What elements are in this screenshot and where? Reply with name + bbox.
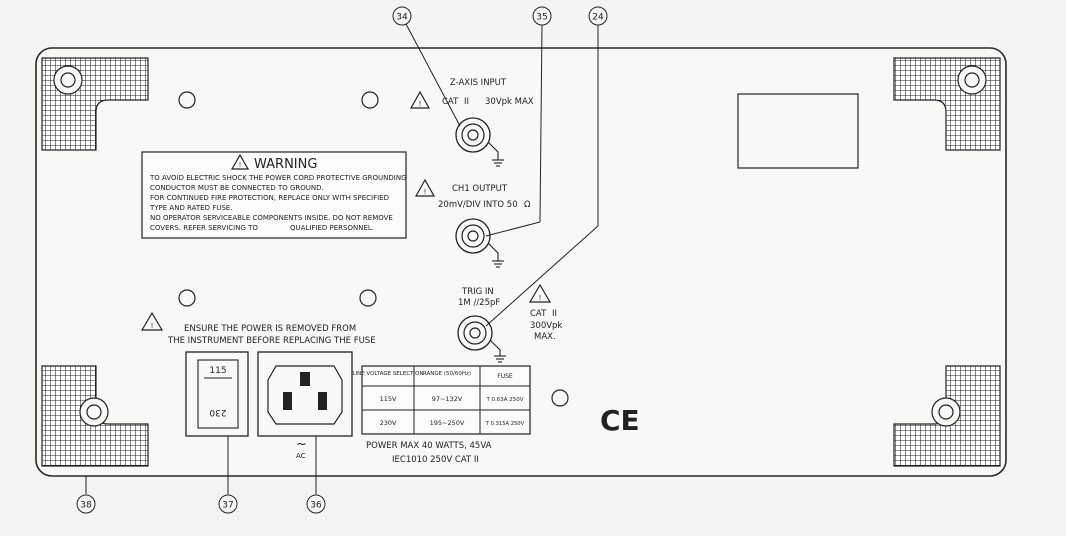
ch1-spec: 20mV/DIV INTO 50 xyxy=(438,200,518,210)
callout-35: 35 xyxy=(532,6,552,26)
screw-hole xyxy=(361,91,379,109)
callout-38-number: 38 xyxy=(80,501,92,511)
warning-line-6: COVERS. REFER SERVICING TO xyxy=(150,224,258,232)
screw-hole xyxy=(551,389,569,407)
fuse-warning-mark: ! xyxy=(151,322,154,330)
z-axis-label: Z-AXIS INPUT xyxy=(450,78,507,88)
screw-hole xyxy=(359,289,377,307)
label-plate xyxy=(737,93,859,169)
ch1-label: CH1 OUTPUT xyxy=(452,184,508,194)
z-axis-warning-icon xyxy=(409,90,431,109)
table-header-range: RANGE (50/60Hz) xyxy=(423,371,471,377)
corner-foot-top-left xyxy=(41,57,149,151)
callout-24-number: 24 xyxy=(592,13,604,23)
callout-35-number: 35 xyxy=(536,13,547,23)
warning-line-2: CONDUCTOR MUST BE CONNECTED TO GROUND. xyxy=(150,184,324,192)
callout-37: 37 xyxy=(218,494,238,514)
trig-rating: 300Vpk xyxy=(530,321,562,331)
table-cell: 230V xyxy=(380,419,397,427)
table-header-fuse: FUSE xyxy=(497,373,513,380)
trig-rating-max: MAX. xyxy=(534,332,556,342)
table-cell: 97~132V xyxy=(432,395,463,403)
ch1-output: ! CH1 OUTPUT 20mV/DIV INTO 50 Ω xyxy=(414,178,531,268)
callout-34-number: 34 xyxy=(396,13,408,23)
ce-mark: CE xyxy=(600,404,640,437)
trig-in-connector[interactable] xyxy=(457,315,493,351)
z-axis-connector[interactable] xyxy=(455,117,491,153)
trig-warning-icon xyxy=(528,283,552,303)
warning-line-4: TYPE AND RATED FUSE. xyxy=(149,204,232,212)
iec-text: IEC1010 250V CAT II xyxy=(392,455,479,465)
inlet-pin-neutral xyxy=(318,392,327,410)
table-header-selection: LINE VOLTAGE SELECTION xyxy=(352,371,423,377)
z-axis-cat-level: II xyxy=(464,97,469,107)
fuse-notice-line-1: ENSURE THE POWER IS REMOVED FROM xyxy=(184,324,356,334)
warning-line-1: TO AVOID ELECTRIC SHOCK THE POWER CORD P… xyxy=(149,174,407,182)
voltage-selector[interactable]: 115 230 xyxy=(185,351,249,437)
corner-foot-bottom-left xyxy=(41,365,149,467)
corner-foot-bottom-right xyxy=(893,365,1001,467)
ch1-ohm-mark: Ω xyxy=(524,200,531,210)
warning-exclamation: ! xyxy=(239,161,242,169)
trig-in: TRIG IN 1M //25pF ! CAT II 300Vpk MAX. xyxy=(457,283,562,363)
leader-lines xyxy=(85,23,599,494)
screw-hole xyxy=(178,91,196,109)
ch1-warning-mark: ! xyxy=(424,188,427,196)
ac-label: AC xyxy=(296,452,306,460)
voltage-115: 115 xyxy=(209,366,226,376)
callout-34: 34 xyxy=(392,6,412,26)
warning-line-7: QUALIFIED PERSONNEL. xyxy=(290,224,374,232)
trig-cat: CAT xyxy=(530,309,547,319)
fuse-notice-line-2: THE INSTRUMENT BEFORE REPLACING THE FUSE xyxy=(167,336,376,346)
ac-tilde: ~ xyxy=(296,437,307,452)
z-axis-rating: 30Vpk MAX xyxy=(485,97,534,107)
inlet-pin-ground xyxy=(300,372,310,386)
warning-triangle-icon xyxy=(230,153,250,170)
callout-37-number: 37 xyxy=(222,501,233,511)
callout-24: 24 xyxy=(588,6,608,26)
z-axis-warning-mark: ! xyxy=(419,100,422,108)
trig-spec: 1M //25pF xyxy=(458,298,500,308)
screw-hole xyxy=(178,289,196,307)
corner-foot-top-right xyxy=(893,57,1001,151)
table-cell: T 0.63A 250V xyxy=(485,397,523,403)
warning-title: WARNING xyxy=(254,157,317,172)
spec-table: LINE VOLTAGE SELECTION RANGE (50/60Hz) F… xyxy=(352,365,531,435)
ch1-output-connector[interactable] xyxy=(455,218,491,254)
trig-label: TRIG IN xyxy=(461,287,494,297)
ch1-warning-icon xyxy=(414,178,436,197)
callout-36: 36 xyxy=(306,494,326,514)
warning-box: ! WARNING TO AVOID ELECTRIC SHOCK THE PO… xyxy=(141,151,407,239)
table-cell: T 0.315A 250V xyxy=(485,421,525,427)
fuse-notice: ! ENSURE THE POWER IS REMOVED FROM THE I… xyxy=(140,311,376,346)
inlet-pin-line xyxy=(283,392,292,410)
power-max-text: POWER MAX 40 WATTS, 45VA xyxy=(366,441,492,451)
callout-36-number: 36 xyxy=(310,501,322,511)
z-axis-cat: CAT xyxy=(442,97,459,107)
warning-line-3: FOR CONTINUED FIRE PROTECTION, REPLACE O… xyxy=(150,194,389,202)
power-inlet[interactable]: ~ AC xyxy=(257,351,353,460)
z-axis-input: Z-AXIS INPUT ! CAT II 30Vpk MAX xyxy=(409,78,534,167)
trig-cat-level: II xyxy=(552,309,557,319)
screw-holes xyxy=(178,91,569,407)
trig-warning-mark: ! xyxy=(539,294,542,302)
callout-38: 38 xyxy=(76,494,96,514)
fuse-warning-icon xyxy=(140,311,164,331)
voltage-230: 230 xyxy=(209,407,226,417)
warning-line-5: NO OPERATOR SERVICEABLE COMPONENTS INSID… xyxy=(150,214,393,222)
table-cell: 195~250V xyxy=(430,419,465,427)
table-cell: 115V xyxy=(380,395,397,403)
